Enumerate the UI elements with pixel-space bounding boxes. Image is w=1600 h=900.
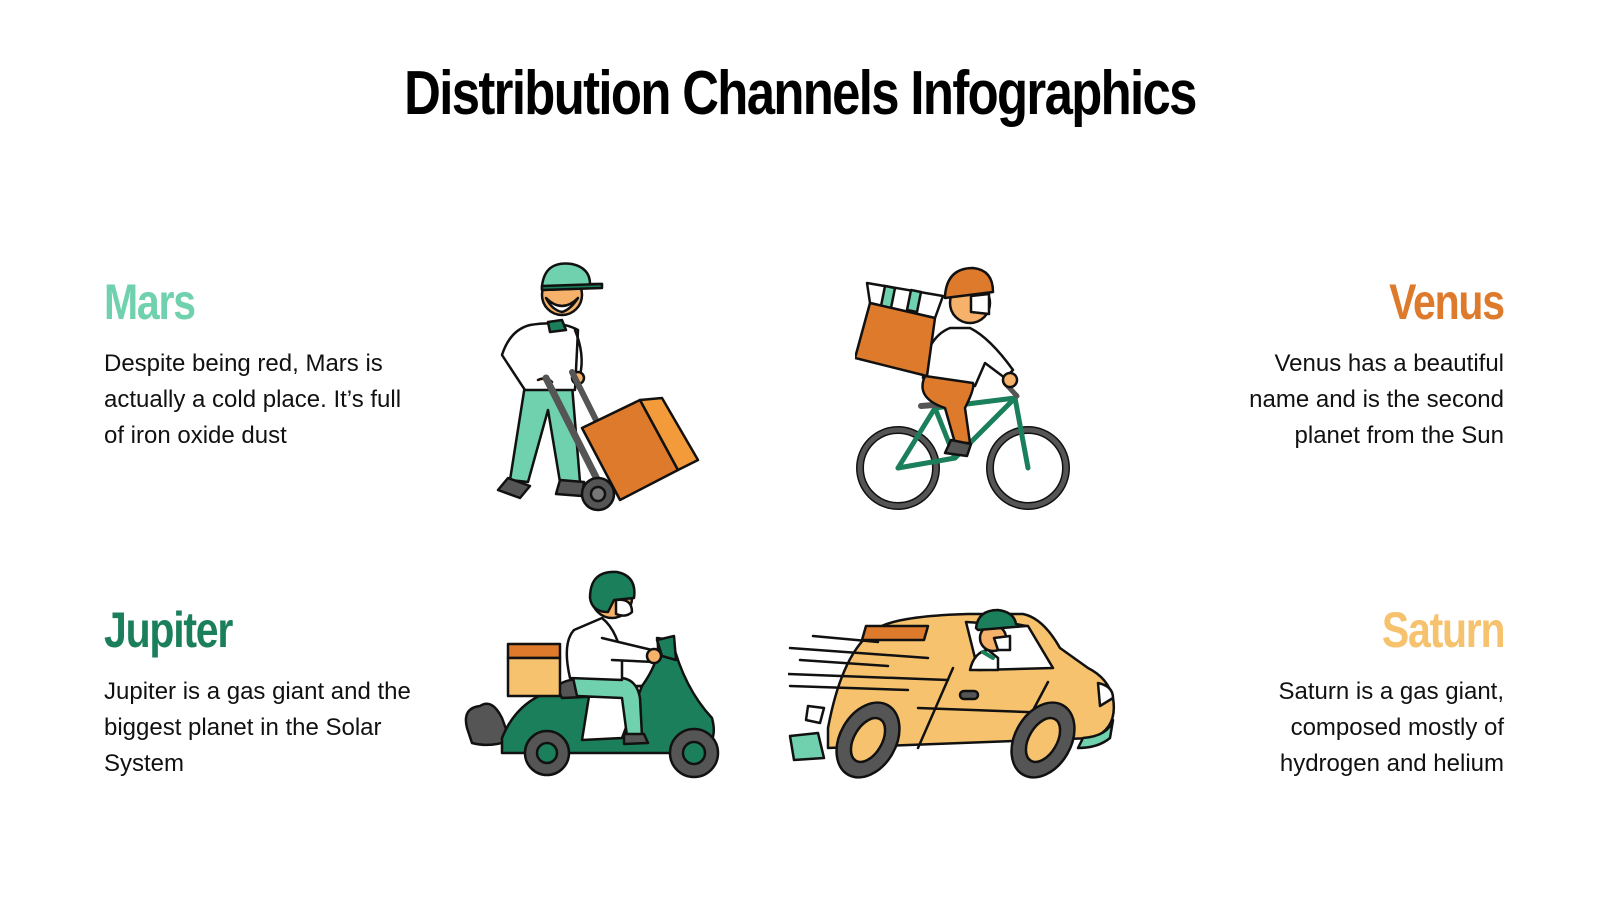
channel-title-venus: Venus xyxy=(1389,274,1505,330)
delivery-van-icon xyxy=(788,598,1123,783)
channel-description-jupiter: Jupiter is a gas giant and the biggest p… xyxy=(104,678,411,777)
channel-description-saturn: Saturn is a gas giant, composed mostly o… xyxy=(1278,678,1504,777)
hand-truck-worker-icon xyxy=(490,250,720,530)
channel-title-saturn: Saturn xyxy=(1381,602,1506,658)
channel-description-venus: Venus has a beautiful name and is the se… xyxy=(1249,350,1504,449)
channel-title-mars: Mars xyxy=(104,274,196,330)
page-title: Distribution Channels Infographics xyxy=(404,59,1197,128)
channel-saturn: Saturn Saturn is a gas giant, composed m… xyxy=(1164,600,1506,782)
channel-title-jupiter: Jupiter xyxy=(104,602,233,658)
channel-mars: Mars Despite being red, Mars is actually… xyxy=(104,272,444,454)
bicycle-courier-icon xyxy=(855,258,1085,518)
channel-jupiter: Jupiter Jupiter is a gas giant and the b… xyxy=(104,600,444,782)
channel-description-mars: Despite being red, Mars is actually a co… xyxy=(104,350,402,449)
channel-venus: Venus Venus has a beautiful name and is … xyxy=(1164,272,1505,454)
scooter-courier-icon xyxy=(462,568,727,783)
